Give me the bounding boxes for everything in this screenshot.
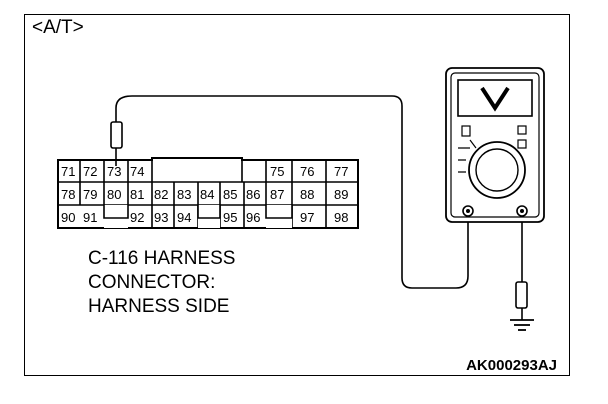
pin-98: 98 [334, 210, 348, 225]
pin-89: 89 [334, 187, 348, 202]
pin-79: 79 [83, 187, 97, 202]
pin-95: 95 [223, 210, 237, 225]
pin-78: 78 [61, 187, 75, 202]
ground-probe [515, 281, 528, 320]
pin-93: 93 [154, 210, 168, 225]
connector-pins: 71 72 73 74 75 76 77 78 79 80 81 82 83 8… [61, 164, 348, 225]
pin-84: 84 [200, 187, 214, 202]
pin-88: 88 [300, 187, 314, 202]
pin-80: 80 [107, 187, 121, 202]
multimeter [445, 67, 545, 223]
pin-82: 82 [154, 187, 168, 202]
caption-line-3: HARNESS SIDE [88, 296, 229, 317]
caption-line-1: C-116 HARNESS [88, 248, 235, 269]
pin-87: 87 [270, 187, 284, 202]
pin-90: 90 [61, 210, 75, 225]
voltage-display-icon: V [480, 86, 510, 112]
pin-81: 81 [130, 187, 144, 202]
pin-85: 85 [223, 187, 237, 202]
pin-72: 72 [83, 164, 97, 179]
pin-96: 96 [246, 210, 260, 225]
pin-75: 75 [270, 164, 284, 179]
harness-connector [57, 157, 359, 229]
pin-71: 71 [61, 164, 75, 179]
figure-code: AK000293AJ [466, 357, 557, 374]
pin-83: 83 [177, 187, 191, 202]
pin-74: 74 [130, 164, 144, 179]
pin-94: 94 [177, 210, 191, 225]
back-probe [110, 108, 123, 166]
header-label: <A/T> [32, 17, 84, 38]
pin-92: 92 [130, 210, 144, 225]
caption-line-2: CONNECTOR: [88, 272, 215, 293]
test-leads [115, 95, 523, 289]
ground-icon [510, 319, 534, 331]
pin-86: 86 [246, 187, 260, 202]
pin-97: 97 [300, 210, 314, 225]
pin-73: 73 [107, 164, 121, 179]
pin-91: 91 [83, 210, 97, 225]
pin-76: 76 [300, 164, 314, 179]
pin-77: 77 [334, 164, 348, 179]
